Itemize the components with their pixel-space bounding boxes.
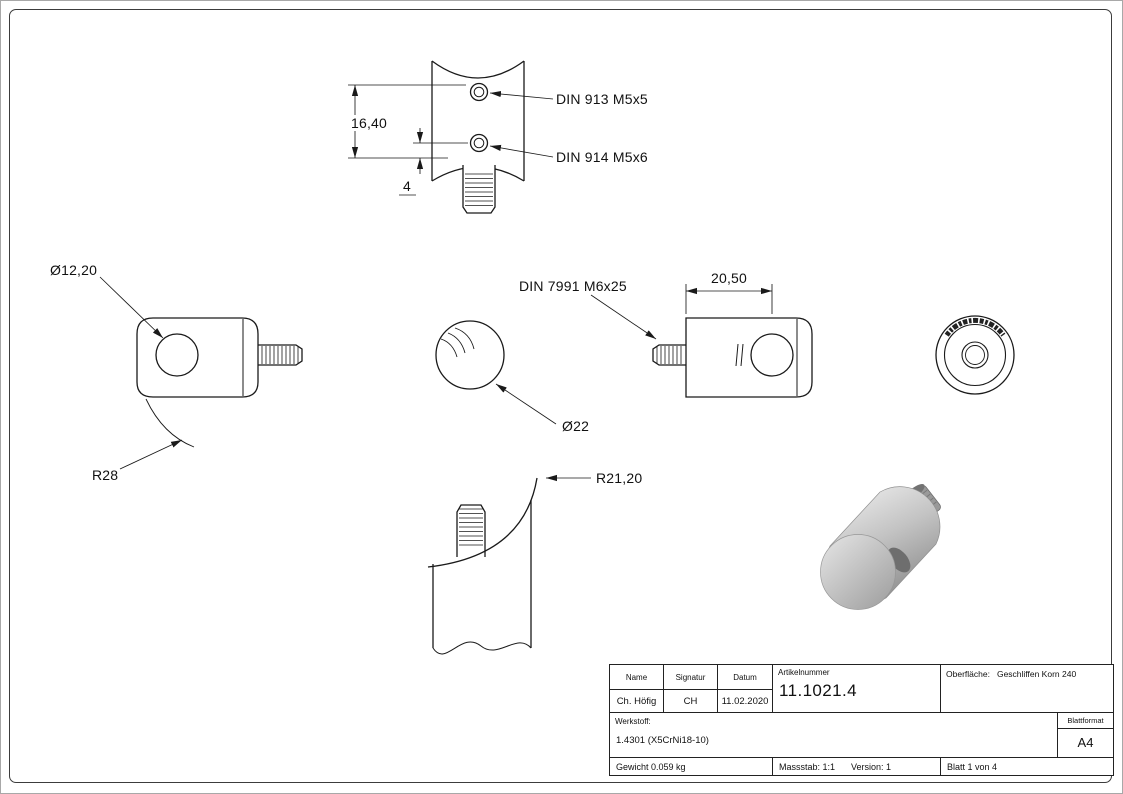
sheet-count-value: Blatt 1 von 4: [947, 761, 998, 772]
header-date-label: Datum: [733, 672, 757, 682]
material-value: 1.4301 (X5CrNi18-10): [616, 735, 709, 746]
surface-label: Oberfläche:: [946, 669, 990, 679]
front-body-outline: [431, 60, 525, 182]
leader-r28: [119, 439, 183, 470]
drawing-frame: [9, 9, 1112, 783]
front-view-dimensions: [344, 84, 554, 196]
sheet-format-value: A4: [1058, 728, 1113, 757]
right-stud-outline: [652, 344, 686, 366]
partial-stud-outline: [456, 504, 486, 557]
set-screw-upper-inner: [473, 86, 485, 98]
iso-front-face: [820, 534, 896, 610]
front-stud-threads: [465, 173, 493, 206]
iso-view: [820, 483, 941, 610]
body-circle: [435, 320, 505, 390]
front-view: [431, 60, 525, 214]
leader-din914: [489, 144, 554, 158]
surface-value: Geschliffen Korn 240: [996, 669, 1077, 679]
title-block: Name Signatur Datum Ch. Höfig CH 11.02.2…: [609, 664, 1114, 776]
header-signature-cell: Signatur: [664, 665, 718, 690]
label-dia-12-20: Ø12,20: [50, 262, 97, 278]
ext-lines-20-50: [685, 284, 773, 314]
seat-arc-r21-20: [427, 477, 538, 568]
author-name: Ch. Höfig: [616, 695, 657, 707]
right-side-view: [652, 317, 813, 398]
cross-hole-circle: [155, 333, 199, 377]
shine-arcs: [440, 327, 475, 358]
left-stud-threads: [261, 346, 299, 364]
left-view-leaders: [99, 276, 183, 470]
extension-lines-front: [348, 84, 468, 159]
sheet-format-cell: Blattformat A4: [1058, 713, 1114, 758]
label-r21-20: R21,20: [596, 470, 642, 486]
surface-cell: Oberfläche: Geschliffen Korn 240: [941, 665, 1114, 713]
sheet-count-cell: Blatt 1 von 4: [941, 758, 1114, 776]
leader-din7991: [590, 294, 657, 340]
label-din7991: DIN 7991 M6x25: [519, 278, 627, 294]
article-number-label: Artikelnummer: [778, 668, 830, 677]
sheet-format-label: Blattformat: [1067, 716, 1104, 725]
label-din913: DIN 913 M5x5: [556, 91, 648, 107]
author-signature: CH: [683, 695, 698, 707]
label-dim-4: 4: [403, 178, 411, 194]
set-screw-lower-outer: [469, 133, 489, 153]
leader-dia-22: [495, 383, 557, 425]
set-screw-upper-outer: [469, 82, 489, 102]
right-cross-hole-circle: [750, 333, 794, 377]
value-date-cell: 11.02.2020: [718, 690, 773, 713]
value-signature-cell: CH: [664, 690, 718, 713]
end-stud-circle: [961, 341, 989, 369]
scale-value: Massstab: 1:1: [779, 761, 836, 772]
scale-version-cell: Massstab: 1:1 Version: 1: [773, 758, 941, 776]
slot-marks: [735, 343, 744, 367]
weight-cell: Gewicht 0.059 kg: [610, 758, 773, 776]
partial-view: [427, 477, 538, 655]
label-dim-20-50: 20,50: [711, 270, 747, 286]
end-face-circle: [943, 323, 1007, 387]
leader-din913: [489, 90, 554, 100]
right-body-outline: [685, 317, 813, 398]
label-r28: R28: [92, 467, 118, 483]
end-view: [935, 315, 1015, 395]
article-number-value: 11.1021.4: [779, 681, 857, 700]
header-date-cell: Datum: [718, 665, 773, 690]
dim-16-40-halo: [344, 115, 394, 131]
set-screw-lower-inner: [473, 137, 485, 149]
partial-stud-threads: [459, 508, 483, 546]
break-line: [432, 641, 532, 655]
engraving-text-arc: [944, 317, 1006, 337]
article-number-cell: Artikelnummer 11.1021.4: [773, 665, 941, 713]
body-circle-view: [435, 320, 505, 390]
header-name-label: Name: [625, 672, 648, 682]
material-cell: Werkstoff: 1.4301 (X5CrNi18-10): [610, 713, 1058, 758]
drawing-date: 11.02.2020: [721, 695, 769, 707]
value-name-cell: Ch. Höfig: [610, 690, 664, 713]
leader-dia-12-20: [99, 276, 164, 339]
end-stud-core-circle: [965, 345, 985, 365]
left-stud-outline: [258, 344, 303, 366]
r28-construction-arc: [145, 398, 195, 448]
right-stud-threads: [656, 346, 682, 364]
front-stud-outline: [462, 165, 496, 214]
header-name-cell: Name: [610, 665, 664, 690]
version-value: Version: 1: [851, 761, 892, 772]
label-din914: DIN 914 M5x6: [556, 149, 648, 165]
label-dia-22: Ø22: [562, 418, 589, 434]
left-side-view: [136, 317, 303, 448]
end-outer-circle: [935, 315, 1015, 395]
header-signature-label: Signatur: [675, 672, 706, 682]
right-view-dimensions: [590, 284, 773, 340]
material-label: Werkstoff:: [615, 717, 651, 726]
weight-value: Gewicht 0.059 kg: [616, 761, 686, 772]
left-body-outline: [136, 317, 259, 398]
label-dim-16-40: 16,40: [351, 115, 387, 131]
